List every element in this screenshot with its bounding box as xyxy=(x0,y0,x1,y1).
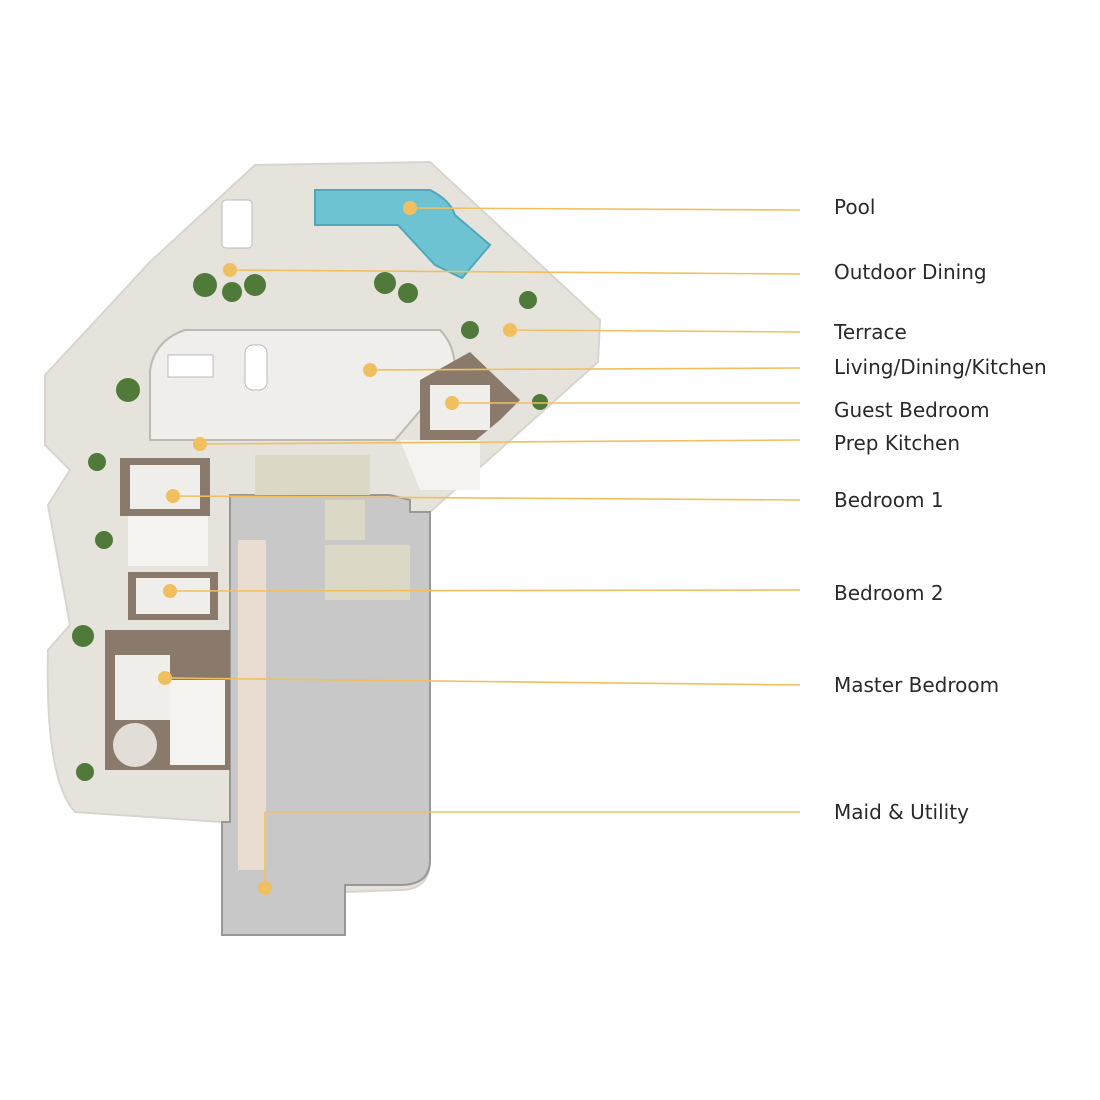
label-prep-kitchen: Prep Kitchen xyxy=(834,431,961,455)
label-outdoor-dining: Outdoor Dining xyxy=(834,260,987,284)
outdoor-table xyxy=(221,199,253,249)
service-core xyxy=(221,494,431,936)
master-bath xyxy=(170,680,225,765)
kitchen-island xyxy=(167,354,214,378)
label-guest-bedroom: Guest Bedroom xyxy=(834,398,990,422)
pool-water xyxy=(314,189,492,280)
label-terrace: Terrace xyxy=(834,320,907,344)
label-living-dining-kitchen: Living/Dining/Kitchen xyxy=(834,355,1047,379)
master-bath-tub xyxy=(113,723,157,767)
living-interior xyxy=(149,329,457,441)
guest-bedroom-room xyxy=(430,385,490,430)
label-bedroom-1: Bedroom 1 xyxy=(834,488,944,512)
bedroom-1-room xyxy=(130,465,200,509)
master-room xyxy=(115,655,170,720)
label-pool: Pool xyxy=(834,195,876,219)
callout-lines xyxy=(164,207,801,888)
guest-bath xyxy=(400,440,480,490)
label-bedroom-2: Bedroom 2 xyxy=(834,581,944,605)
label-master-bedroom: Master Bedroom xyxy=(834,673,1000,697)
callout-dots xyxy=(158,201,517,895)
bathroom-a xyxy=(128,516,208,566)
label-maid-utility: Maid & Utility xyxy=(834,800,969,824)
plants xyxy=(72,272,548,781)
dining-table xyxy=(244,344,268,391)
corridor xyxy=(238,540,266,870)
